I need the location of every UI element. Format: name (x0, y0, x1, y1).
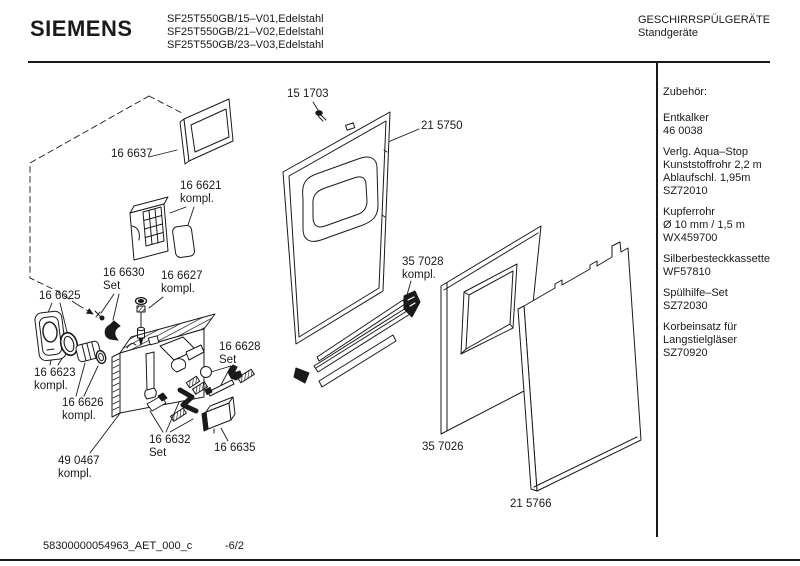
assembly-guide-lines (30, 96, 184, 315)
outer-door-front-drawing (518, 242, 641, 491)
sheet-number: -6/2 (225, 540, 244, 552)
document-code: 58300000054963_AET_000_c (43, 540, 193, 552)
accessory-item: Verlg. Aqua–Stop Kunststoffrohr 2,2 m Ab… (663, 146, 770, 198)
accessory-line: 46 0038 (663, 125, 703, 137)
accessories-sidebar: Zubehör: Entkalker 46 0038 Verlg. Aqua–S… (663, 86, 770, 368)
part-label-151703: 15 1703 (287, 88, 329, 100)
valve-rod-drawing (136, 298, 147, 345)
category-subtitle: Standgeräte (638, 27, 698, 39)
accessory-line: SZ72010 (663, 185, 708, 197)
part-label-357026: 35 7026 (422, 441, 464, 453)
accessory-line: Entkalker (663, 112, 709, 124)
footer-rule (0, 559, 800, 561)
accessory-line: SZ70920 (663, 347, 708, 359)
header-rule (28, 61, 770, 63)
seal-ring-drawing (58, 331, 80, 358)
category-block: GESCHIRRSPÜLGERÄTE Standgeräte (638, 14, 770, 40)
dispenser-module-drawing (130, 197, 195, 260)
accessory-line: SZ72030 (663, 300, 708, 312)
accessory-line: Kunststoffrohr 2,2 m (663, 159, 762, 171)
model-line: SF25T550GB/15–V01,Edelstahl (167, 13, 324, 25)
inner-door-panel-drawing (283, 112, 390, 344)
accessory-line: Ø 10 mm / 1,5 m (663, 219, 745, 231)
lever-set-drawing (192, 365, 254, 396)
part-label-215766: 21 5766 (510, 498, 552, 510)
model-line: SF25T550GB/21–V02,Edelstahl (167, 26, 324, 38)
sidebar-divider (656, 62, 658, 537)
model-line: SF25T550GB/23–V03,Edelstahl (167, 39, 324, 51)
accessory-line: WF57810 (663, 266, 711, 278)
model-list: SF25T550GB/15–V01,Edelstahl SF25T550GB/2… (167, 13, 324, 52)
category-title: GESCHIRRSPÜLGERÄTE (638, 14, 771, 26)
accessory-item: Entkalker 46 0038 (663, 112, 770, 138)
screw-drawing (316, 111, 326, 121)
accessory-item: Kupferrohr Ø 10 mm / 1,5 m WX459700 (663, 206, 770, 245)
accessory-line: Kupferrohr (663, 206, 715, 218)
sidebar-title: Zubehör: (663, 86, 708, 98)
accessory-line: Spülhilfe–Set (663, 287, 728, 299)
accessory-item: Korbeinsatz für Langstielgläser SZ70920 (663, 321, 770, 360)
window-frame-drawing (180, 99, 233, 164)
hose-connector-drawing (75, 340, 107, 364)
part-label-166635: 16 6635 (214, 442, 256, 454)
spring-set-drawing (147, 376, 200, 421)
accessory-line: WX459700 (663, 232, 718, 244)
siemens-logo: SIEMENS (30, 16, 133, 41)
accessory-item: Spülhilfe–Set SZ72030 (663, 287, 770, 313)
part-label-166625: 16 6625 (39, 290, 81, 302)
accessory-line: Korbeinsatz für (663, 321, 737, 333)
switch-drawing (202, 397, 235, 433)
accessory-line: Ablaufschl. 1,95m (663, 172, 751, 184)
inner-front-panel-drawing (441, 226, 541, 434)
accessory-line: Langstielgläser (663, 334, 737, 346)
accessory-line: Verlg. Aqua–Stop (663, 146, 749, 158)
part-label-215750: 21 5750 (421, 120, 463, 132)
accessory-item: Silberbesteckkassette WF57810 (663, 253, 770, 279)
accessory-line: Silberbesteckkassette (663, 253, 770, 265)
trim-strips-drawing (294, 291, 420, 387)
clip-set-drawing (95, 311, 120, 340)
flange-plate-drawing (34, 310, 67, 361)
part-label-166637: 16 6637 (111, 148, 153, 160)
